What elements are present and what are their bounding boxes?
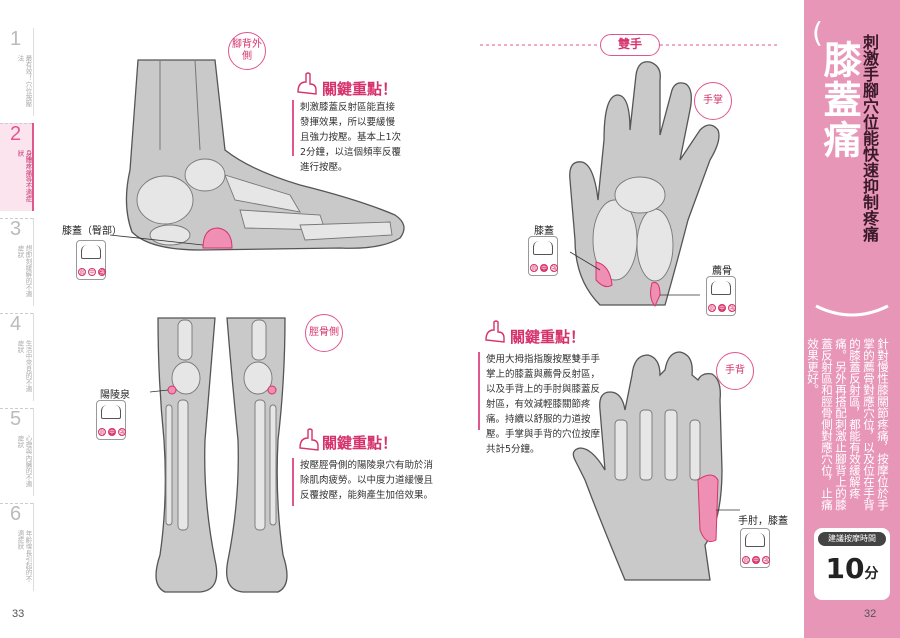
thumb-icon	[711, 281, 731, 295]
intensity-mid: 中	[540, 264, 548, 272]
time-label: 建議按摩時間	[818, 532, 886, 546]
chapter-title: 最有效！穴位按壓法	[16, 55, 32, 107]
intensity-scale: 弱 中 強	[742, 556, 770, 564]
intensity-weak: 弱	[98, 428, 106, 436]
time-unit: 分	[864, 566, 879, 582]
divider	[0, 123, 32, 124]
region-label-palm: 手掌	[694, 82, 732, 120]
back-hand-illustration	[572, 351, 740, 581]
chapter-tab-4[interactable]: 4 生活中常見的不適症狀	[0, 313, 34, 401]
section-header-hands: 雙手	[600, 34, 660, 56]
pointing-hand-icon	[294, 70, 320, 96]
intensity-strong: 強	[762, 556, 770, 564]
point-label-knee-foot: 膝蓋（臀部）	[62, 226, 122, 237]
chapter-number: 3	[10, 218, 22, 240]
hand-pressure-icon: 弱 中 強	[740, 528, 770, 568]
key-point-title-legs: 關鍵重點！	[322, 434, 398, 452]
thumb-icon	[101, 405, 121, 419]
chapter-tabs: 1 最有效！穴位按壓法 2 身體疼痛等不適症狀 3 想即刻緩解的不適症狀 4 生…	[0, 28, 34, 598]
thumb-icon	[745, 533, 765, 547]
thumb-icon	[533, 241, 553, 255]
chapter-number: 1	[10, 28, 22, 50]
intensity-weak: 弱	[530, 264, 538, 272]
chapter-number: 5	[10, 408, 22, 430]
pointing-hand-icon	[296, 426, 322, 452]
key-point-text-foot: 刺激膝蓋反射區能直接發揮效果，所以要緩慢且強力按壓。基本上1次2分鐘，以這個頻率…	[300, 102, 402, 173]
palm-illustration	[569, 61, 720, 307]
chapter-title: 心理與內臟的不適症狀	[16, 435, 32, 487]
intensity-mid: 中	[88, 268, 96, 276]
intensity-mid: 中	[752, 556, 760, 564]
key-point-text-legs: 按壓脛骨側的陽陵泉穴有助於消除肌肉疲勞。以中度力道緩慢且反覆按壓，能夠產生加倍效…	[300, 460, 434, 501]
intensity-strong: 強	[550, 264, 558, 272]
wave-divider	[812, 300, 892, 324]
chapter-tab-2[interactable]: 2 身體疼痛等不適症狀	[0, 123, 34, 211]
key-point-box-hands: 使用大拇指指腹按壓雙手手掌上的膝蓋與薦骨反射區，以及手背上的手肘與膝蓋反射區，有…	[478, 352, 606, 455]
region-label-legs: 脛骨側	[305, 314, 343, 352]
chapter-tab-6[interactable]: 6 年齡增長引起的不適症狀	[0, 503, 34, 591]
page-number-left: 33	[12, 608, 25, 620]
chapter-title: 年齡增長引起的不適症狀	[16, 530, 32, 582]
key-point-title-foot: 關鍵重點！	[322, 80, 398, 98]
key-point-title-hands: 關鍵重點！	[510, 328, 586, 346]
intensity-scale: 弱 中 強	[708, 304, 736, 312]
divider	[0, 313, 33, 314]
point-label-palm-knee: 膝蓋	[534, 226, 554, 237]
intensity-mid: 中	[718, 304, 726, 312]
intensity-scale: 弱 中 強	[78, 268, 106, 276]
intensity-scale: 弱 中 強	[530, 264, 558, 272]
key-point-text-hands: 使用大拇指指腹按壓雙手手掌上的膝蓋與薦骨反射區，以及手背上的手肘與膝蓋反射區，有…	[486, 354, 601, 455]
time-value: 10分	[818, 552, 886, 585]
chapter-tab-1[interactable]: 1 最有效！穴位按壓法	[0, 28, 34, 116]
page-description: 針對慢性膝關節疼痛，按摩位於手掌的薦骨對應穴位，以及位在手背的膝蓋反射區，都能有…	[806, 338, 890, 511]
point-label-palm-sacrum: 薦骨	[712, 266, 732, 277]
intensity-weak: 弱	[708, 304, 716, 312]
chapter-number: 4	[10, 313, 22, 335]
point-label-back-hand: 手肘，膝蓋	[738, 516, 788, 527]
intensity-mid: 中	[108, 428, 116, 436]
legs-illustration	[149, 317, 288, 593]
pointing-hand-icon	[482, 318, 508, 344]
key-point-box-legs: 按壓脛骨側的陽陵泉穴有助於消除肌肉疲勞。以中度力道緩慢且反覆按壓，能夠產生加倍效…	[292, 458, 434, 506]
chapter-title: 生活中常見的不適症狀	[16, 340, 32, 392]
divider	[0, 408, 33, 409]
intensity-weak: 弱	[78, 268, 86, 276]
intensity-weak: 弱	[742, 556, 750, 564]
key-point-box-foot: 刺激膝蓋反射區能直接發揮效果，所以要緩慢且強力按壓。基本上1次2分鐘，以這個頻率…	[292, 100, 404, 173]
intensity-strong: 強	[118, 428, 126, 436]
region-label-back-hand: 手背	[716, 352, 754, 390]
page-title: 膝蓋痛	[817, 40, 861, 160]
thumb-icon	[81, 245, 101, 259]
intensity-strong: 強	[728, 304, 736, 312]
hand-pressure-icon: 弱 中 強	[528, 236, 558, 276]
region-label-foot: 腳背外側	[228, 32, 266, 70]
divider	[0, 503, 33, 504]
hand-pressure-icon: 弱 中 強	[706, 276, 736, 316]
point-label-yanglingquan: 陽陵泉	[100, 390, 130, 401]
page-number-right: 32	[864, 608, 877, 620]
hand-pressure-icon: 弱 中 強	[96, 400, 126, 440]
chapter-tab-3[interactable]: 3 想即刻緩解的不適症狀	[0, 218, 34, 306]
divider	[0, 218, 33, 219]
chapter-number: 2	[10, 123, 22, 145]
page-subtitle: 刺激手腳穴位能快速抑制疼痛	[860, 34, 879, 242]
chapter-number: 6	[10, 503, 22, 525]
hand-pressure-icon: 弱 中 強	[76, 240, 106, 280]
chapter-tab-5[interactable]: 5 心理與內臟的不適症狀	[0, 408, 34, 496]
title-bracket-icon: (	[812, 16, 823, 49]
foot-illustration	[109, 59, 405, 251]
chapter-title: 想即刻緩解的不適症狀	[16, 245, 32, 297]
time-number: 10	[825, 552, 865, 585]
intensity-strong: 強	[98, 268, 106, 276]
intensity-scale: 弱 中 強	[98, 428, 126, 436]
chapter-title: 身體疼痛等不適症狀	[16, 150, 32, 202]
